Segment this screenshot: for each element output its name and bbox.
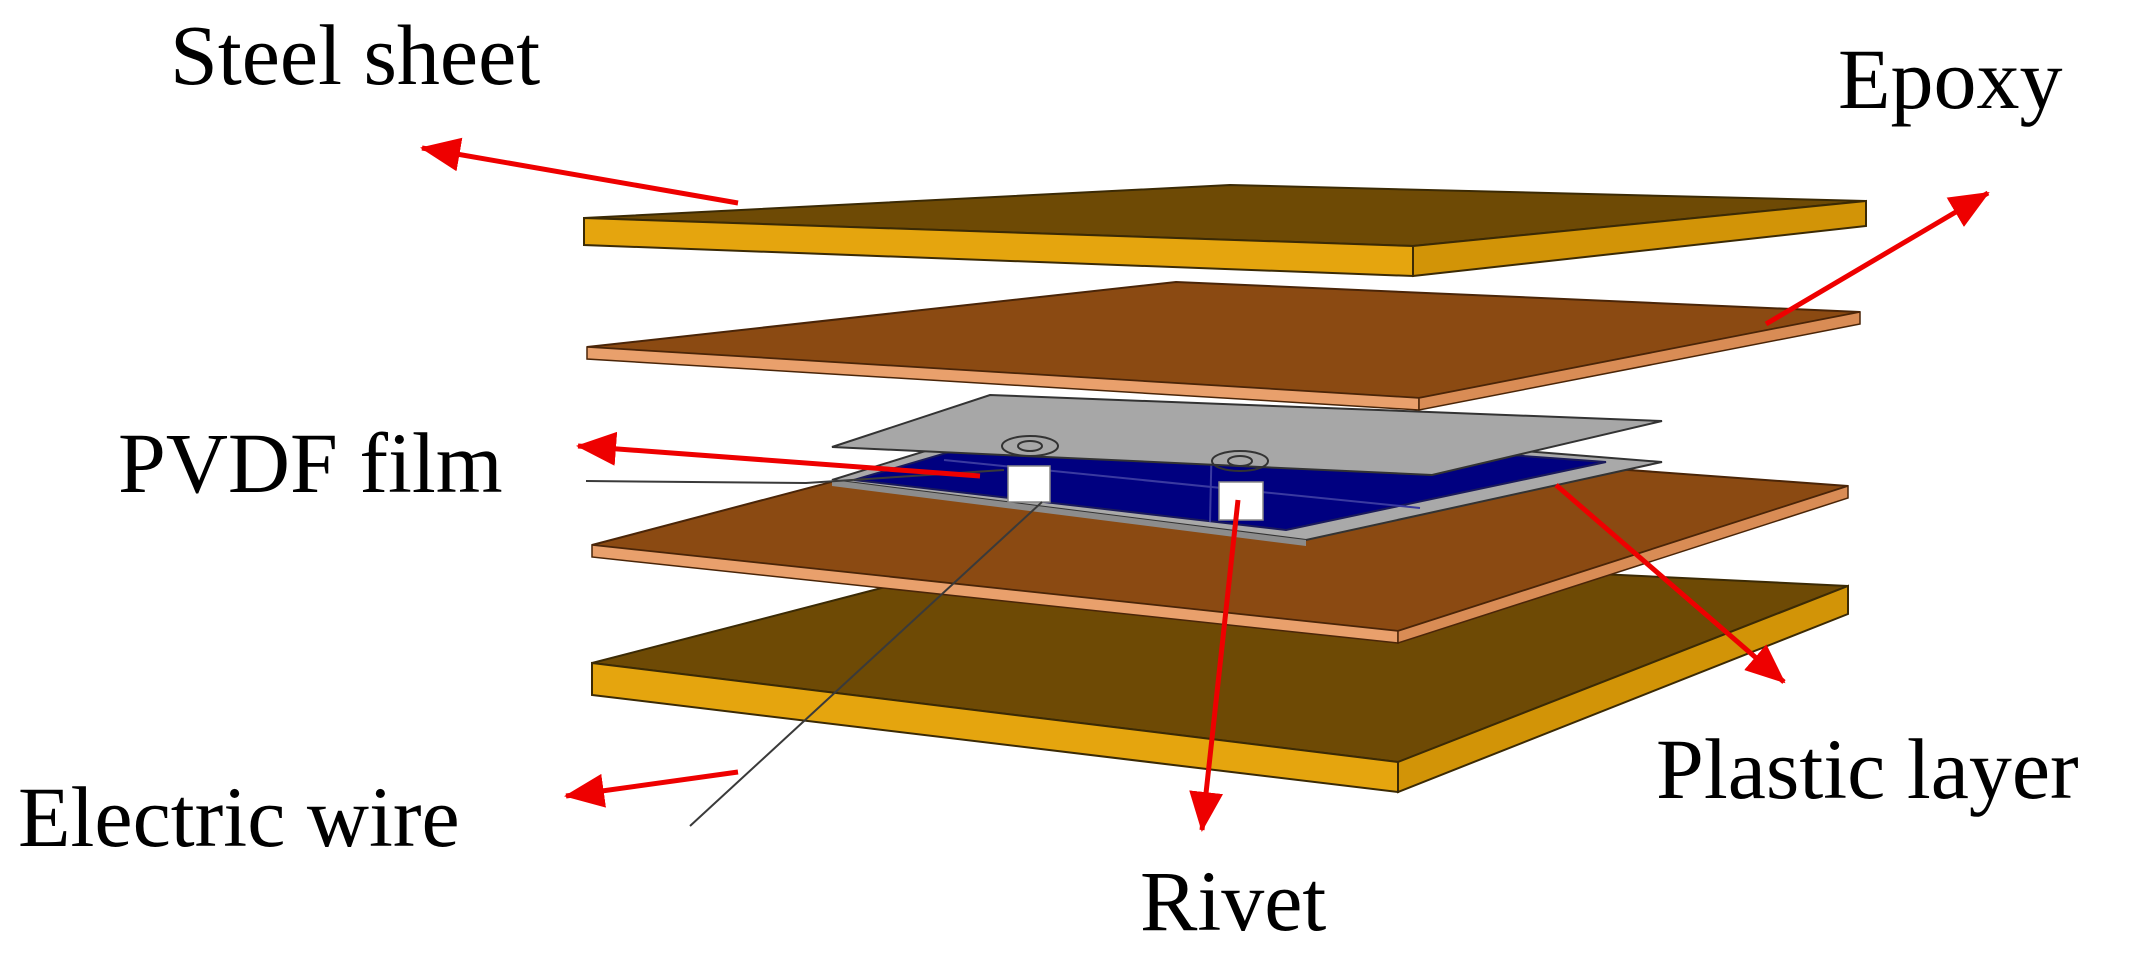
plastic-layer-arrow — [1554, 483, 1786, 684]
pvdf-film-label: PVDF film — [118, 415, 503, 511]
upper-epoxy-layer — [586, 280, 1861, 411]
electric-wire-label: Electric wire — [18, 769, 460, 865]
steel-sheet-arrow — [420, 137, 739, 206]
pvdf-film-arrow — [576, 431, 981, 479]
epoxy-label: Epoxy — [1838, 31, 2063, 127]
rivet-label: Rivet — [1140, 853, 1327, 949]
grey-cover-sheet — [831, 393, 1663, 477]
plastic-layer-label: Plastic layer — [1656, 721, 2079, 817]
pointer-arrows — [420, 137, 1990, 832]
electric-wire-arrow — [564, 769, 739, 808]
rivet-left — [1007, 465, 1051, 503]
steel-sheet-label: Steel sheet — [170, 7, 541, 103]
top-steel-sheet — [583, 183, 1867, 278]
rivet-arrow — [1189, 499, 1241, 832]
rivet-right — [1218, 481, 1264, 521]
epoxy-arrow — [1764, 190, 1990, 327]
